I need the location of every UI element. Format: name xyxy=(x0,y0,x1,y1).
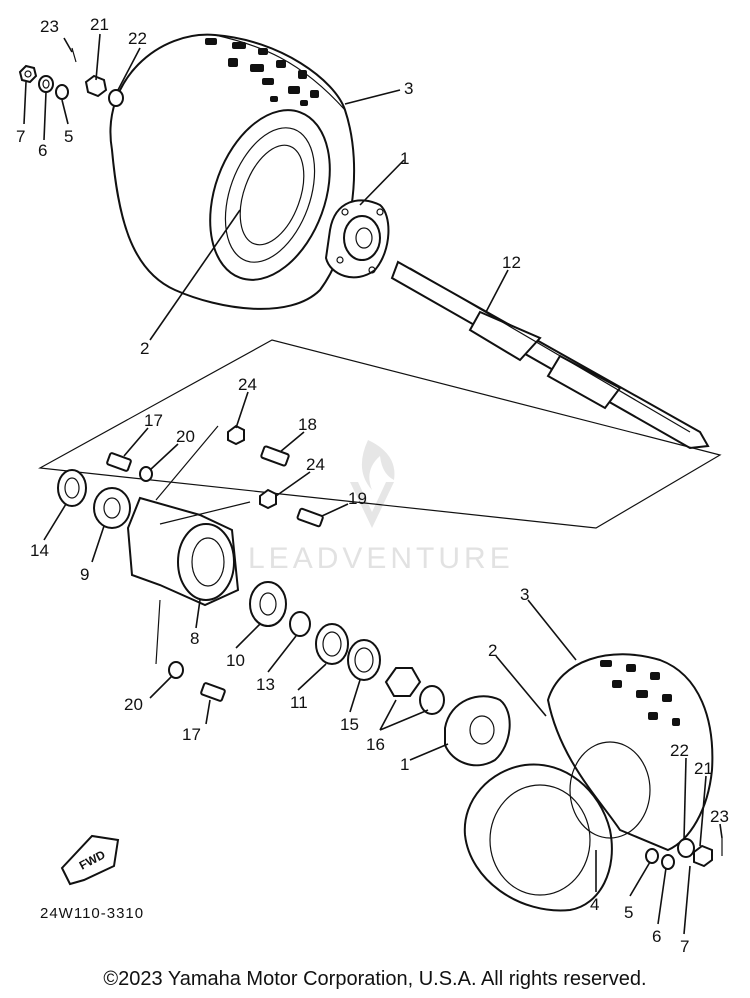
callout-8: 8 xyxy=(190,629,199,648)
leader-lines xyxy=(23,33,723,935)
callout-21: 21 xyxy=(90,15,109,34)
callout-22: 22 xyxy=(128,29,147,48)
watermark-text: LEADVENTURE xyxy=(248,542,514,575)
callout-14: 14 xyxy=(30,541,49,560)
callout-19: 19 xyxy=(348,489,367,508)
callout-18: 18 xyxy=(298,415,317,434)
callout-20: 20 xyxy=(176,427,195,446)
callout-3: 3 xyxy=(404,79,413,98)
callout-4: 4 xyxy=(590,895,599,914)
watermark-logo xyxy=(350,440,395,528)
upper-wheel-tire xyxy=(109,33,356,310)
fwd-arrow-icon: FWD xyxy=(60,834,120,886)
callout-23-b: 23 xyxy=(710,807,729,826)
callout-numbers: 23 21 22 7 6 5 3 1 12 2 24 17 20 18 24 1… xyxy=(16,15,729,956)
lower-wheel xyxy=(463,653,723,912)
callout-6-b: 6 xyxy=(652,927,661,946)
callout-23: 23 xyxy=(40,17,59,36)
callout-7: 7 xyxy=(16,127,25,146)
callout-24-b: 24 xyxy=(306,455,325,474)
callout-1: 1 xyxy=(400,149,409,168)
diagram-code: 24W110-3310 xyxy=(40,905,144,922)
rear-axle xyxy=(390,260,710,450)
copyright-notice: ©2023 Yamaha Motor Corporation, U.S.A. A… xyxy=(103,968,647,990)
callout-13: 13 xyxy=(256,675,275,694)
callout-1-b: 1 xyxy=(400,755,409,774)
callout-6: 6 xyxy=(38,141,47,160)
callout-20-b: 20 xyxy=(124,695,143,714)
callout-15: 15 xyxy=(340,715,359,734)
callout-2-b: 2 xyxy=(488,641,497,660)
assembly-box-outline xyxy=(38,339,722,529)
hub-assembly-parts xyxy=(57,424,511,767)
callout-21-b: 21 xyxy=(694,759,713,778)
callout-5-b: 5 xyxy=(624,903,633,922)
callout-22-b: 22 xyxy=(670,741,689,760)
callout-17: 17 xyxy=(144,411,163,430)
callout-16: 16 xyxy=(366,735,385,754)
callout-17-b: 17 xyxy=(182,725,201,744)
callout-2: 2 xyxy=(140,339,149,358)
callout-9: 9 xyxy=(80,565,89,584)
callout-12: 12 xyxy=(502,253,521,272)
callout-5: 5 xyxy=(64,127,73,146)
upper-hub xyxy=(324,199,390,279)
callout-24: 24 xyxy=(238,375,257,394)
upper-hardware xyxy=(18,47,124,107)
callout-7-b: 7 xyxy=(680,937,689,956)
callout-11: 11 xyxy=(290,693,308,712)
callout-10: 10 xyxy=(226,651,245,670)
callout-3-b: 3 xyxy=(520,585,529,604)
